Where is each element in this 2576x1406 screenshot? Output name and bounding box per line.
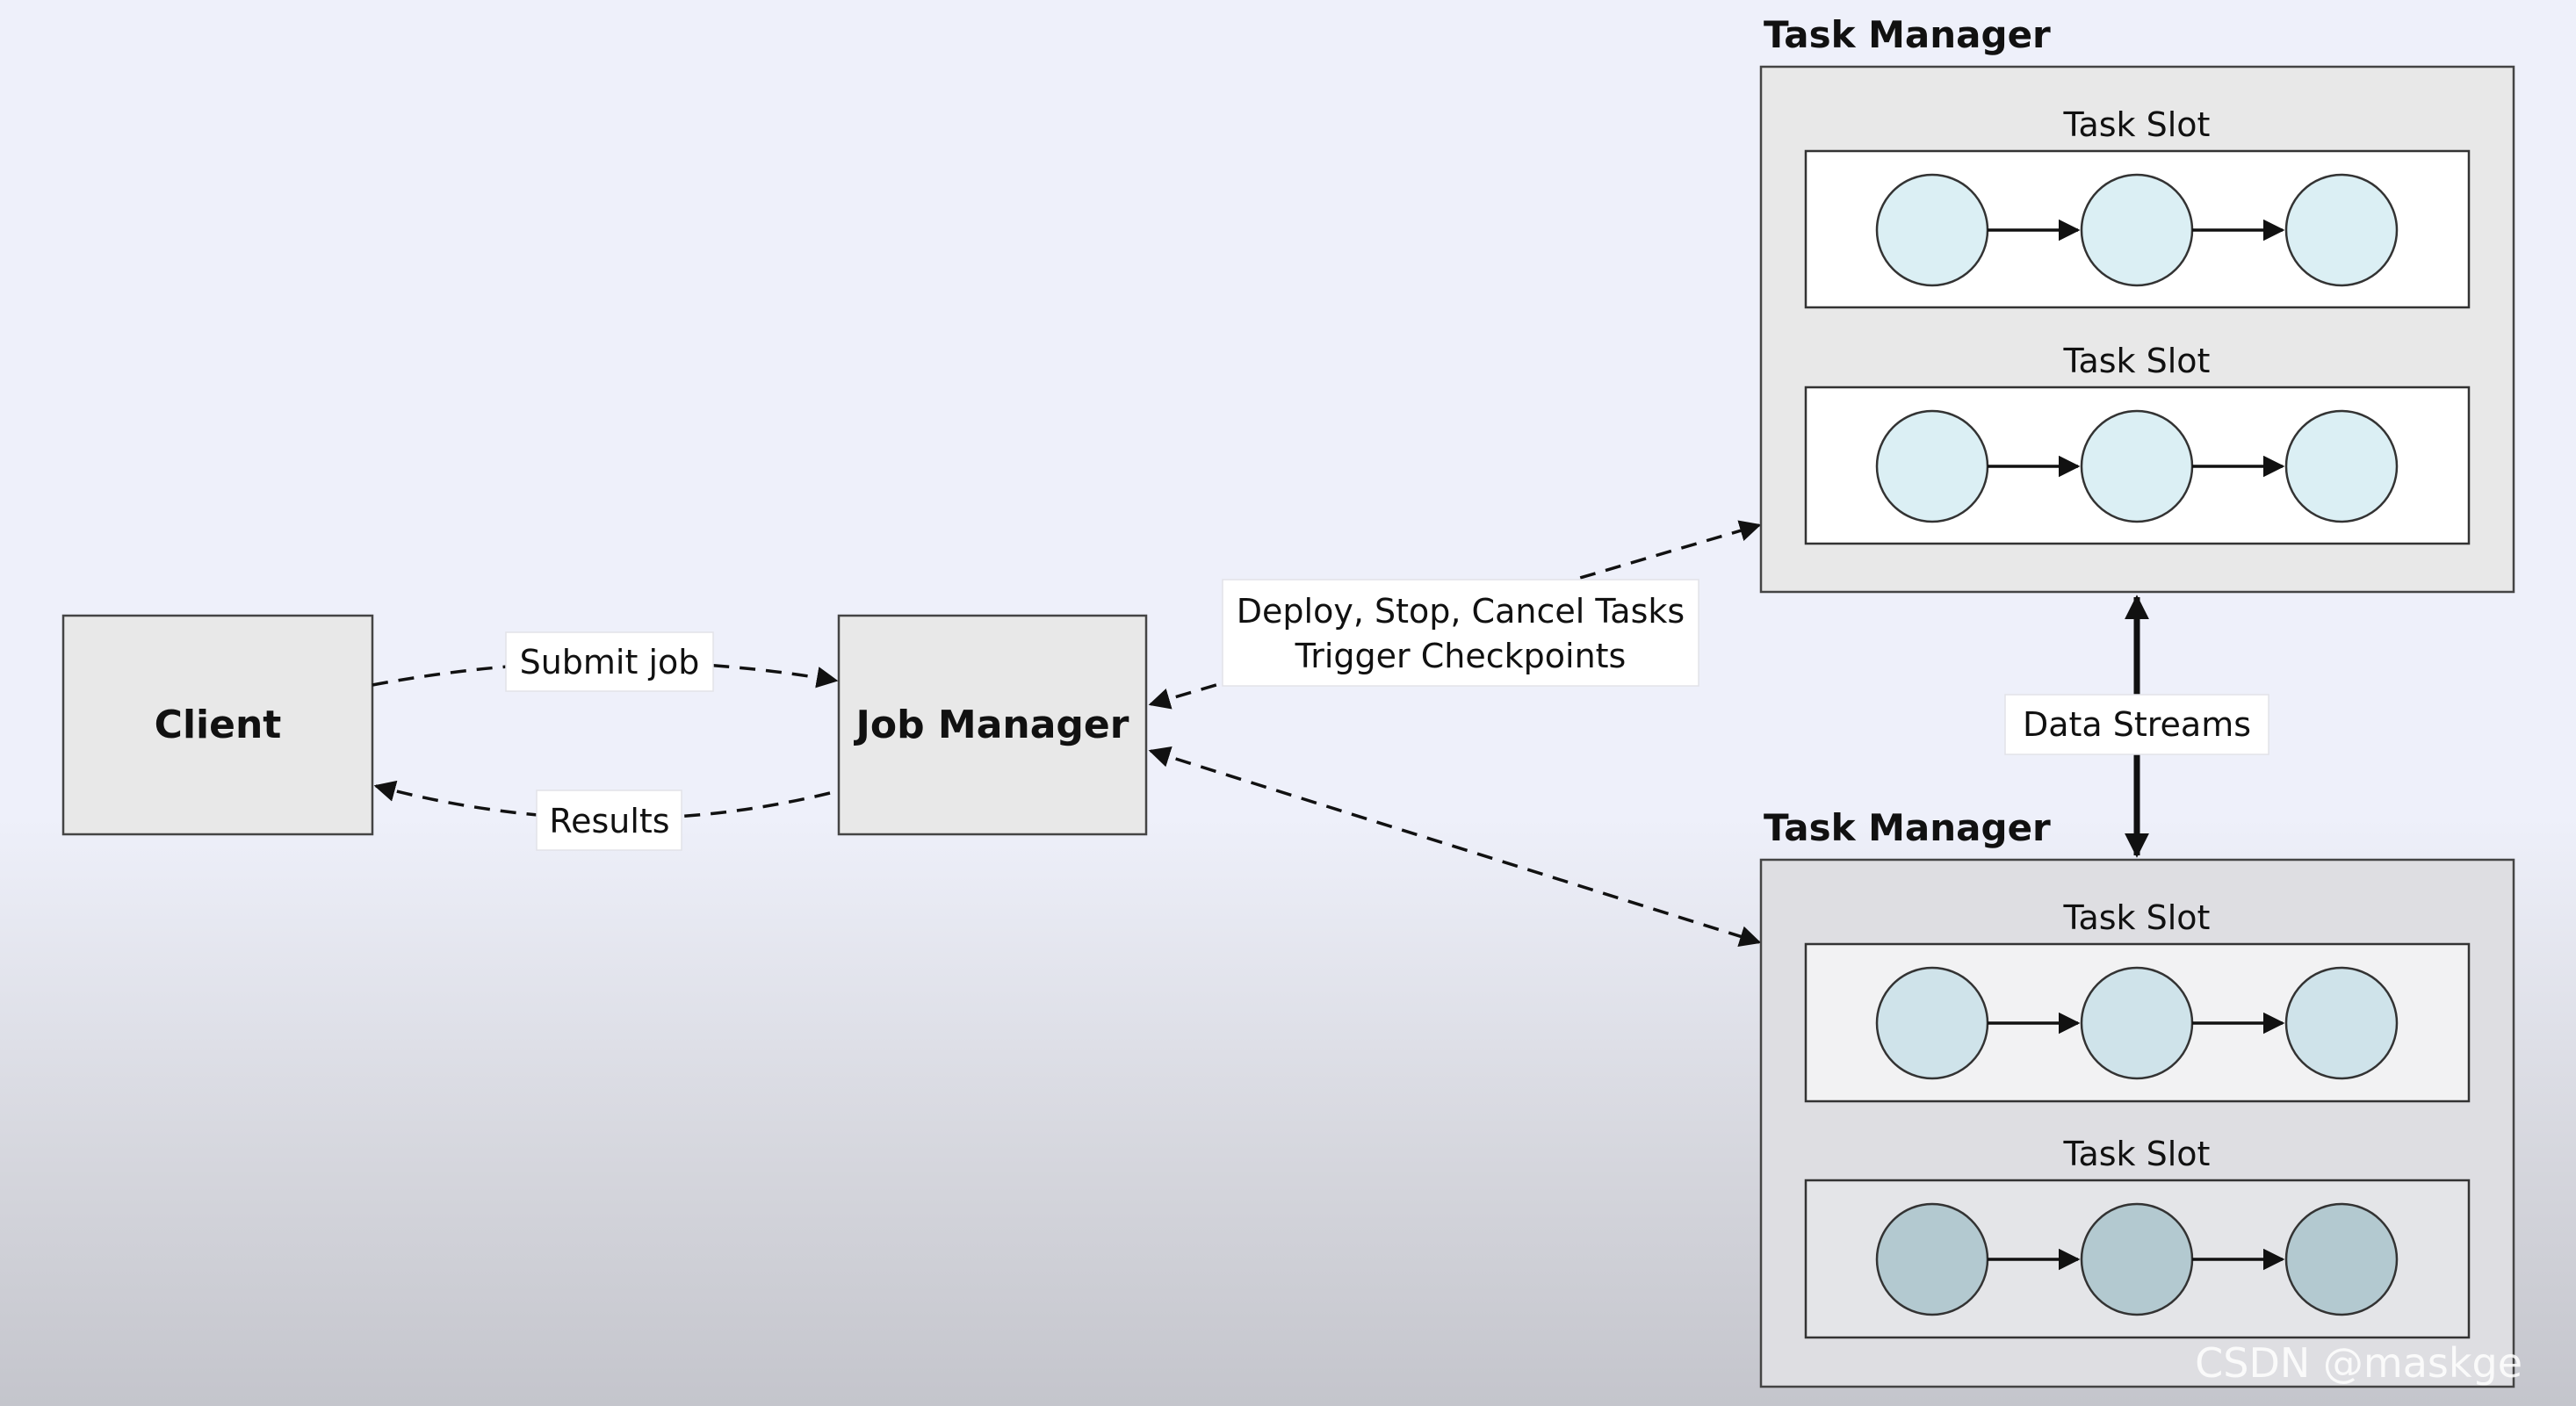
submit-job-label: Submit job bbox=[505, 631, 714, 692]
task-node bbox=[2080, 1202, 2194, 1316]
job-manager-node: Job Manager bbox=[837, 614, 1148, 836]
task-node bbox=[2284, 966, 2399, 1080]
task-node bbox=[1875, 966, 1989, 1080]
tm2-slot1-title: Task Slot bbox=[2063, 898, 2211, 937]
tm1-slot2-title: Task Slot bbox=[2063, 342, 2211, 380]
task-node bbox=[2284, 173, 2399, 287]
job-manager-label: Job Manager bbox=[854, 703, 1129, 747]
tm1-slot1-tasks bbox=[1875, 173, 2399, 287]
task-node bbox=[2284, 409, 2399, 523]
svg-text:Data Streams: Data Streams bbox=[2023, 705, 2251, 744]
task-node bbox=[2080, 173, 2194, 287]
tm2-slot1-tasks bbox=[1875, 966, 2399, 1080]
watermark: CSDN @maskge bbox=[2195, 1339, 2522, 1387]
deploy-tasks-label: Deploy, Stop, Cancel Tasks Trigger Check… bbox=[1222, 579, 1699, 687]
task-node bbox=[1875, 1202, 1989, 1316]
svg-text:Results: Results bbox=[549, 802, 669, 840]
tm1-slot2-tasks bbox=[1875, 409, 2399, 523]
task-manager-1-title: Task Manager bbox=[1764, 13, 2051, 56]
results-arrow bbox=[373, 780, 831, 820]
tm2-slot2-title: Task Slot bbox=[2063, 1135, 2211, 1173]
deploy-label-line1: Deploy, Stop, Cancel Tasks bbox=[1237, 592, 1685, 631]
task-node bbox=[1875, 409, 1989, 523]
data-streams-label: Data Streams bbox=[2004, 694, 2269, 755]
task-node bbox=[2080, 409, 2194, 523]
task-manager-1: Task Manager Task Slot Task Slot bbox=[1759, 13, 2515, 594]
task-node bbox=[1875, 173, 1989, 287]
tm1-slot1-title: Task Slot bbox=[2063, 105, 2211, 144]
results-label: Results bbox=[536, 790, 682, 851]
svg-text:Submit job: Submit job bbox=[520, 643, 700, 681]
client-label: Client bbox=[155, 703, 282, 747]
task-node bbox=[2284, 1202, 2399, 1316]
job-to-tm2-arrow bbox=[1148, 746, 1762, 948]
task-manager-2-title: Task Manager bbox=[1764, 806, 2051, 849]
task-node bbox=[2080, 966, 2194, 1080]
tm2-slot2-tasks bbox=[1875, 1202, 2399, 1316]
deploy-label-line2: Trigger Checkpoints bbox=[1295, 637, 1627, 675]
client-node: Client bbox=[61, 614, 374, 836]
submit-job-arrow bbox=[372, 660, 839, 689]
task-manager-2: Task Manager Task Slot Task Slot bbox=[1759, 806, 2515, 1388]
